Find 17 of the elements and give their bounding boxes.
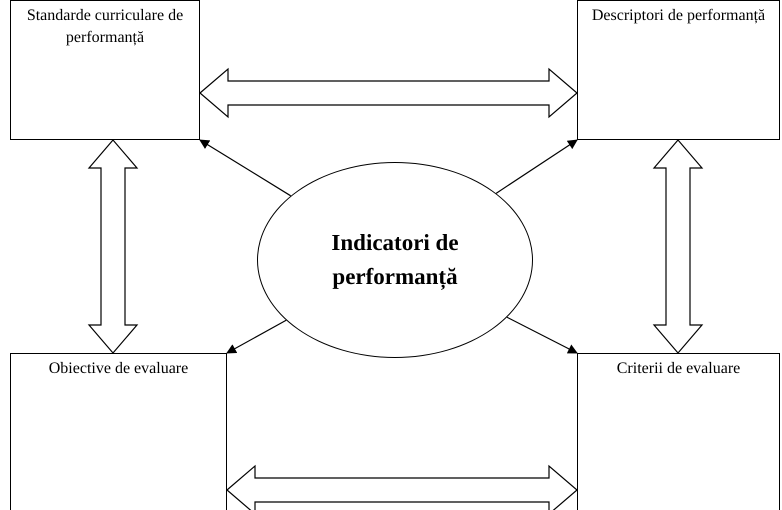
double-block-arrow: [652, 139, 704, 354]
arrow: [496, 139, 578, 194]
arrow: [506, 316, 578, 354]
double-block-arrow: [199, 68, 578, 118]
node-label: Obiective de evaluare: [48, 359, 188, 379]
double-block-arrow: [88, 139, 138, 354]
node-label: Criterii de evaluare: [616, 359, 740, 379]
node-label: Standarde curriculare de performanță: [26, 6, 184, 48]
arrow: [226, 320, 286, 354]
double-block-arrow: [226, 464, 578, 510]
box-node: [10, 353, 227, 510]
node-label: Indicatori de performanță: [330, 229, 460, 292]
node-label: Descriptori de performanță: [592, 6, 766, 26]
box-node: [577, 353, 780, 510]
box-node: [10, 0, 200, 140]
arrow: [199, 139, 292, 196]
box-node: [577, 0, 780, 140]
